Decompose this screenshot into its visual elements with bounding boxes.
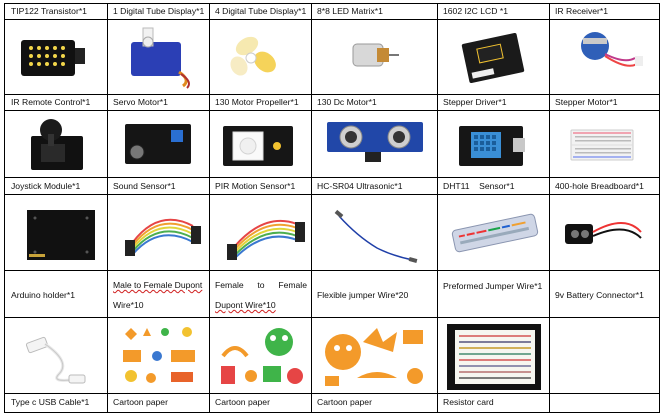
preformed-jumper-box-photo [443,202,545,266]
arduino-holder-photo [11,200,103,266]
label-cartoon-paper-2: Cartoon paper [215,397,270,407]
label-ir-remote: IR Remote Control*1 [11,97,91,107]
label-preformed-jumper: Preformed Jumper Wire*1 [443,281,543,291]
label-joystick: Joystick Module*1 [11,181,81,191]
stepper-driver-board-photo [443,24,545,88]
label-cartoon-paper-3: Cartoon paper [317,397,372,407]
dupont-male-female-photo [113,202,205,266]
servo-motor-photo [113,22,205,90]
fan-propeller-photo [215,22,307,90]
label-lcd: 1602 I2C LCD *1 [443,6,508,16]
cartoon-paper-photo [317,322,433,390]
breadboard-photo [555,116,657,174]
label-pir: PIR Motion Sensor*1 [215,181,296,191]
label-female-female-line2: Dupont Wire*10 [215,300,276,310]
label-propeller: 130 Motor Propeller*1 [215,97,299,107]
label-resistor-card: Resistor card [443,397,494,407]
ultrasonic-sensor-photo [317,116,433,174]
cartoon-paper-photo [113,322,207,390]
label-female-female-word2: to [257,280,265,290]
label-battery-connector: 9v Battery Connector*1 [555,290,644,300]
label-male-female-dupont: Male to Female Dupont Wire*10 [113,280,207,311]
pir-motion-sensor-photo [215,116,307,174]
label-dc-motor: 130 Dc Motor*1 [317,97,377,107]
flexible-jumper-photo [317,202,433,266]
ir-remote-photo [11,28,103,86]
label-dht11: DHT11 Sensor*1 [443,181,515,191]
label-arduino-holder: Arduino holder*1 [11,290,76,300]
label-female-female-word1: Female [215,280,244,290]
dupont-female-female-photo [215,202,307,266]
label-female-female-word3: Female [278,280,307,290]
label-1-digit-tube: 1 Digital Tube Display*1 [113,6,205,16]
label-stepper-driver: Stepper Driver*1 [443,97,507,107]
label-male-female-line1: Male to Female Dupont [113,280,203,290]
resistor-card-photo [445,322,543,392]
label-female-female-dupont: Female to Female Dupont Wire*10 [215,280,307,311]
dc-motor-photo [317,24,433,88]
components-table: TIP122 Transistor*1 1 Digital Tube Displ… [4,3,660,413]
label-male-female-line2: Wire*10 [113,300,144,310]
label-led-matrix: 8*8 LED Matrix*1 [317,6,383,16]
label-cartoon-paper-1: Cartoon paper [113,397,168,407]
label-servo: Servo Motor*1 [113,97,168,107]
label-sound-sensor: Sound Sensor*1 [113,181,176,191]
label-usb-cable: Type c USB Cable*1 [11,397,90,407]
dht11-sensor-photo [443,116,545,174]
label-tip122: TIP122 Transistor*1 [11,6,87,16]
cartoon-paper-photo [215,322,309,390]
usb-c-cable-photo [11,322,103,388]
label-breadboard: 400-hole Breadboard*1 [555,181,644,191]
stepper-motor-photo [555,24,657,88]
label-stepper-motor: Stepper Motor*1 [555,97,618,107]
battery-connector-photo [555,202,657,266]
joystick-module-photo [11,114,103,174]
label-ir-receiver: IR Receiver*1 [555,6,609,16]
label-ultrasonic: HC-SR04 Ultrasonic*1 [317,181,403,191]
label-4-digit-tube: 4 Digital Tube Display*1 [215,6,307,16]
sound-sensor-photo [113,116,205,174]
label-flexible-jumper: Flexible jumper Wire*20 [317,290,409,300]
